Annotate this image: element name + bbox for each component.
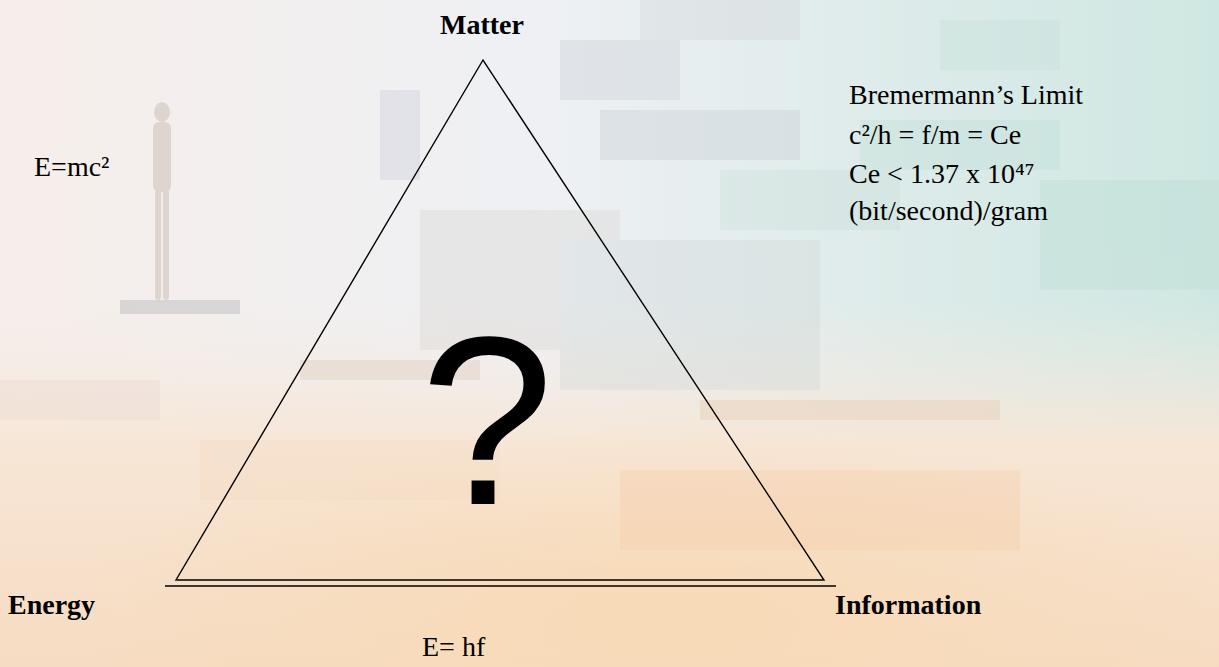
vertex-label: Matter <box>440 8 524 42</box>
equation-label: c²/h = f/m = Ce <box>849 118 1021 152</box>
triangle-shape: ? <box>160 55 840 595</box>
equation-label: E= hf <box>422 630 485 664</box>
equation-label: Ce < 1.37 x 10⁴⁷ <box>849 157 1034 191</box>
question-mark: ? <box>420 301 553 541</box>
note-heading: Bremermann’s Limit <box>849 78 1083 112</box>
note-text: (bit/second)/gram <box>849 194 1048 228</box>
vertex-label: Energy <box>8 588 95 622</box>
vertex-label: Information <box>835 588 981 622</box>
equation-label: E=mc² <box>34 150 110 184</box>
